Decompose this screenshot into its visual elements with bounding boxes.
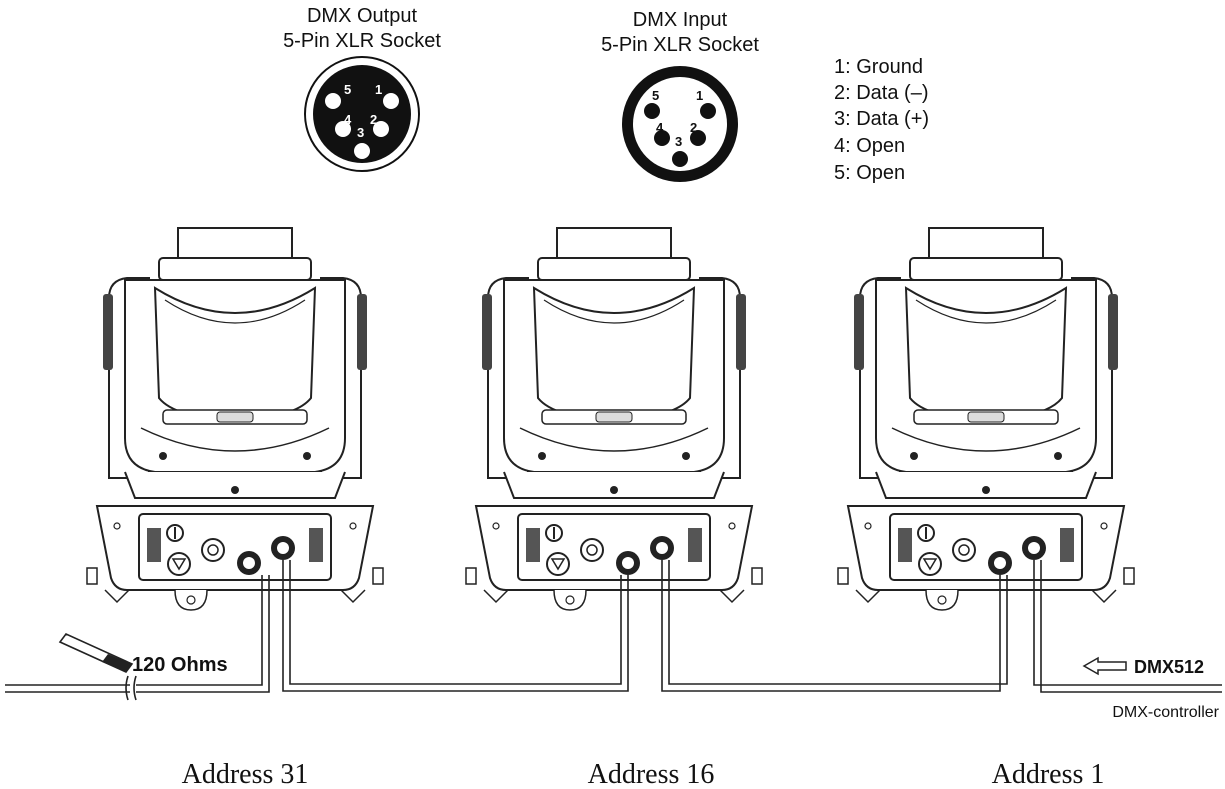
address-label-1: Address 1 <box>992 759 1105 789</box>
dmx-output-pin-2 <box>373 121 389 137</box>
terminator-cable <box>5 684 130 693</box>
dmx-output-title-line1: DMX Output <box>307 5 417 27</box>
controller-indicator: DMX512 DMX-controller <box>1082 656 1220 721</box>
dmx-input-pin-1 <box>700 103 716 119</box>
dmx-output-pin-5 <box>325 93 341 109</box>
controller-signal-label: DMX512 <box>1134 657 1204 677</box>
moving-head-fixture-address-16 <box>465 227 763 611</box>
dmx-input-pin-3 <box>672 151 688 167</box>
address-label-31: Address 31 <box>182 759 309 789</box>
dmx-output-pin-label-4: 4 <box>344 112 352 127</box>
dmx-output-title-line2: 5-Pin XLR Socket <box>283 30 441 52</box>
pinout-item-2: 2: Data (–) <box>834 82 928 104</box>
pinout-item-3: 3: Data (+) <box>834 108 929 130</box>
dmx-input-pin-label-5: 5 <box>652 88 659 103</box>
dmx-output-pin-label-2: 2 <box>370 112 377 127</box>
moving-head-fixture-address-31 <box>86 227 384 611</box>
pinout-item-1: 1: Ground <box>834 56 923 78</box>
dmx-input-pin-2 <box>690 130 706 146</box>
dmx-output-pin-4 <box>335 121 351 137</box>
dmx-cabling <box>5 560 1222 701</box>
terminator-plug-tip <box>102 654 132 672</box>
arrow-left-icon <box>1082 656 1127 676</box>
address-label-16: Address 16 <box>588 759 715 789</box>
dmx-input-title-line1: DMX Input <box>633 9 728 31</box>
dmx-input-title-line2: 5-Pin XLR Socket <box>601 34 759 56</box>
moving-head-fixture-address-1 <box>837 227 1135 611</box>
controller-label: DMX-controller <box>1112 704 1219 721</box>
link-fixture-31-to-16 <box>282 560 629 692</box>
pinout-item-5: 5: Open <box>834 162 905 184</box>
link-fixture-16-to-1 <box>661 560 1008 692</box>
address-labels: Address 31 Address 16 Address 1 <box>182 759 1105 789</box>
dmx-output-connector: DMX Output 5-Pin XLR Socket 5 1 4 2 3 <box>283 5 441 172</box>
dmx-output-pin-label-5: 5 <box>344 82 351 97</box>
dmx-output-socket-face <box>313 65 411 163</box>
dmx-output-pin-3 <box>354 143 370 159</box>
dmx-input-socket-face <box>633 77 727 171</box>
pinout-legend: 1: Ground 2: Data (–) 3: Data (+) 4: Ope… <box>834 56 929 184</box>
dmx-input-pin-5 <box>644 103 660 119</box>
terminator-to-fixture-31 <box>136 575 270 693</box>
dmx-output-pin-label-1: 1 <box>375 82 382 97</box>
dmx-input-pin-label-1: 1 <box>696 88 703 103</box>
pinout-item-4: 4: Open <box>834 135 905 157</box>
terminator: 120 Ohms <box>58 633 228 676</box>
terminator-label: 120 Ohms <box>132 654 228 676</box>
dmx-input-pin-label-3: 3 <box>675 134 682 149</box>
dmx-output-pin-label-3: 3 <box>357 125 364 140</box>
dmx-input-pin-4 <box>654 130 670 146</box>
dmx-input-connector: DMX Input 5-Pin XLR Socket 5 1 4 2 3 <box>601 9 759 182</box>
dmx-output-pin-1 <box>383 93 399 109</box>
cable-break-mark <box>125 675 137 701</box>
link-fixture-1-to-controller <box>1033 560 1222 693</box>
dmx-input-pin-label-2: 2 <box>690 120 697 135</box>
dmx-input-pin-label-4: 4 <box>656 120 664 135</box>
